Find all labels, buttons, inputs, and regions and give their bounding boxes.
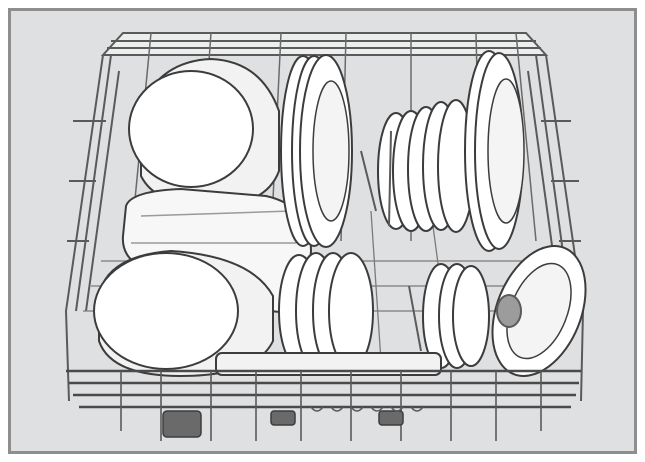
cutlery-strip: [215, 352, 442, 376]
rack-back-wall: [100, 32, 549, 56]
bowl-back-left: [128, 57, 280, 208]
rack-front-loops: [310, 406, 424, 412]
bowl-front-left: [93, 249, 274, 378]
rack-wheels: [162, 410, 404, 438]
plates-front-right: [408, 263, 490, 369]
plates-back-center: [280, 54, 353, 248]
small-plates-center: [360, 99, 475, 233]
illustration-panel: [8, 8, 637, 454]
plate-front-far-right: [491, 245, 587, 377]
rack-front-wires: [120, 371, 542, 441]
rack-front-rails: [66, 369, 581, 409]
plates-front-center: [278, 252, 374, 370]
dishwasher-rack-illustration: [64, 32, 587, 441]
plates-back-right: [464, 50, 525, 252]
